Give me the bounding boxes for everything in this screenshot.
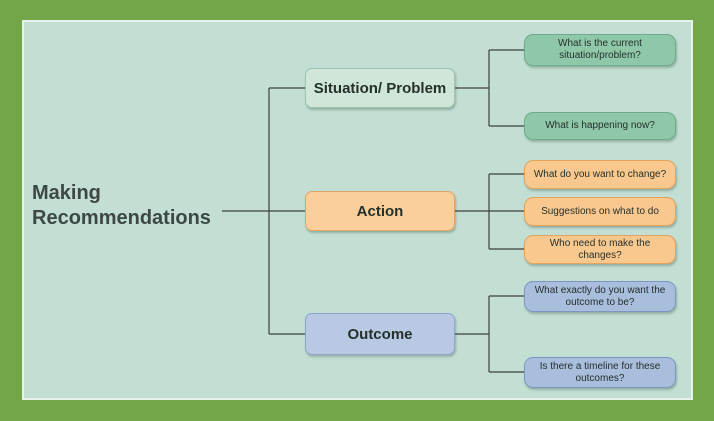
question-action-2-text: Suggestions on what to do: [541, 205, 659, 217]
node-action: Action: [305, 191, 455, 231]
question-situation-2-text: What is happening now?: [545, 120, 655, 131]
question-outcome-2: Is there a timeline for these outcomes?: [524, 357, 676, 388]
question-situation-2: What is happening now?: [524, 112, 676, 140]
question-situation-1-text: What is the current situation/problem?: [558, 38, 642, 61]
question-action-1: What do you want to change?: [524, 160, 676, 189]
node-situation-problem: Situation/ Problem: [305, 68, 455, 108]
question-outcome-1: What exactly do you want the outcome to …: [524, 281, 676, 312]
question-outcome-2-text: Is there a timeline for these outcomes?: [539, 360, 661, 384]
question-action-1-text: What do you want to change?: [533, 168, 667, 180]
root-title-line1: Making: [32, 182, 101, 204]
node-situation-problem-label: Situation/ Problem: [313, 79, 447, 97]
question-action-3: Who need to make the changes?: [524, 235, 676, 264]
question-action-3-text: Who need to make the changes?: [549, 237, 651, 261]
question-action-2: Suggestions on what to do: [524, 197, 676, 226]
root-title-line2: Recommendations: [32, 207, 211, 229]
question-situation-1: What is the current situation/problem?: [524, 34, 676, 66]
node-outcome-label: Outcome: [347, 325, 413, 343]
node-outcome: Outcome: [305, 313, 455, 355]
root-title: Making Recommendations: [32, 181, 242, 231]
question-outcome-1-text: What exactly do you want the outcome to …: [534, 284, 666, 308]
node-action-label: Action: [356, 202, 404, 220]
